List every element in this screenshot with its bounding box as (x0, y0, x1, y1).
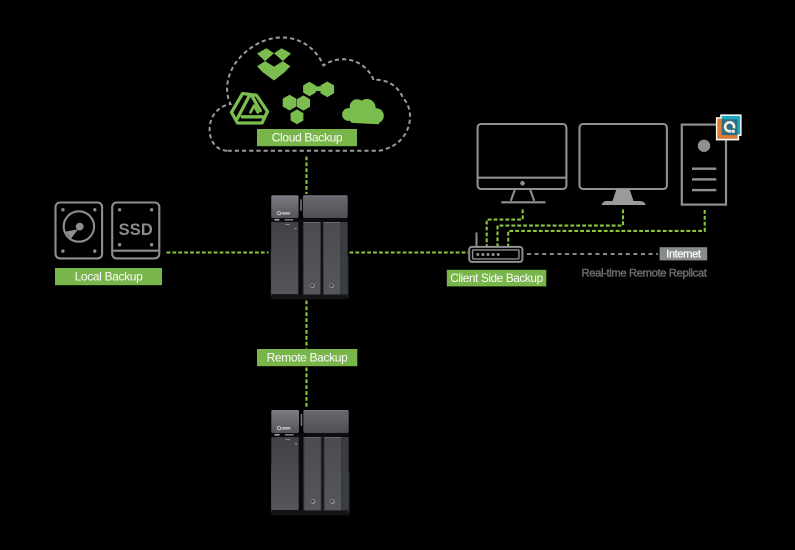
svg-text:Internet: Internet (666, 248, 701, 260)
svg-text:SSD: SSD (119, 221, 153, 239)
svg-text:Remote Backup: Remote Backup (267, 351, 349, 365)
svg-text:Local Backup: Local Backup (75, 270, 144, 284)
svg-text:Client Side Backup: Client Side Backup (450, 272, 543, 285)
svg-text:Cloud Backup: Cloud Backup (272, 131, 343, 145)
svg-text:Real-time Remote Replicat: Real-time Remote Replicat (582, 267, 708, 279)
